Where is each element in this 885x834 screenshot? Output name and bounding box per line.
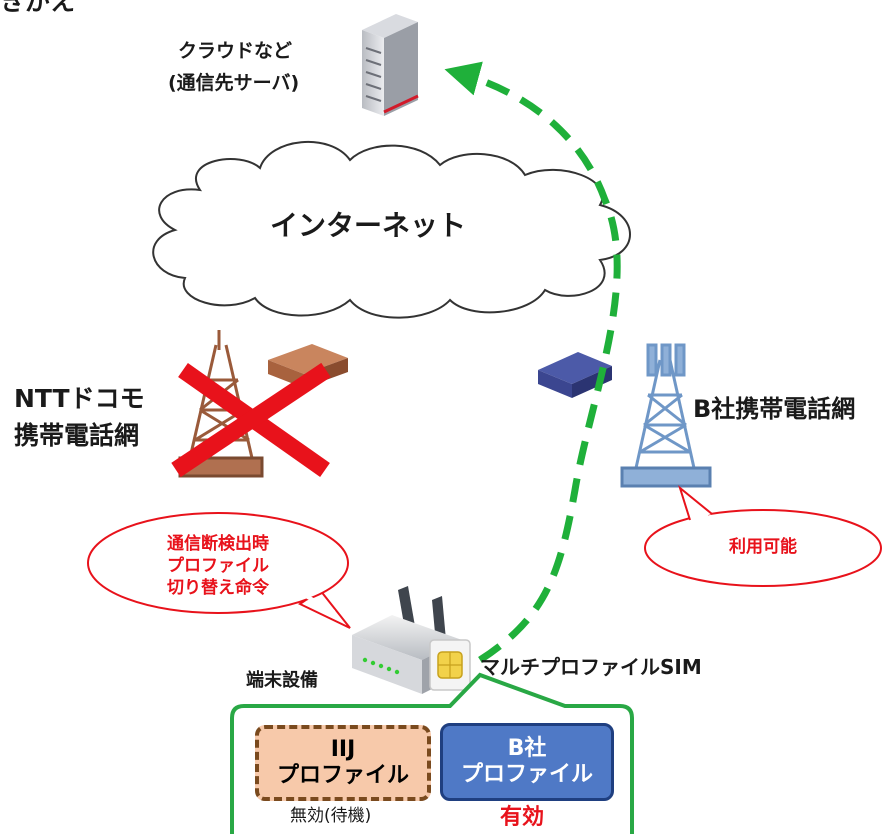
internet-label: インターネット (270, 209, 467, 242)
bubble-right-text: 利用可能 (729, 537, 797, 557)
b-profile-line1: B社 (507, 735, 547, 761)
bubble-left-line3: 切り替え命令 (167, 578, 269, 598)
active-route-path (444, 61, 621, 663)
server-label-line2: (通信先サーバ) (168, 72, 300, 94)
bubble-left-line1: 通信断検出時 (167, 534, 269, 554)
b-profile-box: B社 プロファイル (440, 723, 614, 801)
ntt-label-line2: 携帯電話網 (14, 421, 140, 450)
internet-cloud-icon (152, 140, 631, 319)
bubble-left-line2: プロファイル (167, 556, 269, 576)
sim-label: マルチプロファイルSIM (480, 655, 702, 679)
server-label-line1: クラウドなど (178, 40, 293, 62)
b-profile-line2: プロファイル (460, 762, 593, 787)
server-icon (362, 14, 419, 116)
b-profile-status: 有効 (500, 805, 545, 830)
carrier-b-tower-icon (620, 343, 712, 488)
device-label: 端末設備 (246, 670, 318, 691)
iij-profile-line1: IIJ (330, 736, 356, 762)
disabled-cross-icon (171, 362, 331, 478)
iij-profile-box: IIJ プロファイル (255, 725, 431, 801)
top-fragment-text: きがえ (0, 0, 76, 16)
iij-profile-status: 無効(待機) (290, 806, 372, 826)
available-bubble (644, 485, 882, 587)
carrier-b-label: B社携帯電話網 (693, 395, 856, 423)
ntt-label-line1: NTTドコモ (14, 384, 145, 413)
sim-card-icon (429, 639, 471, 691)
switch-command-bubble (87, 512, 351, 629)
iij-profile-line2: プロファイル (276, 763, 409, 788)
